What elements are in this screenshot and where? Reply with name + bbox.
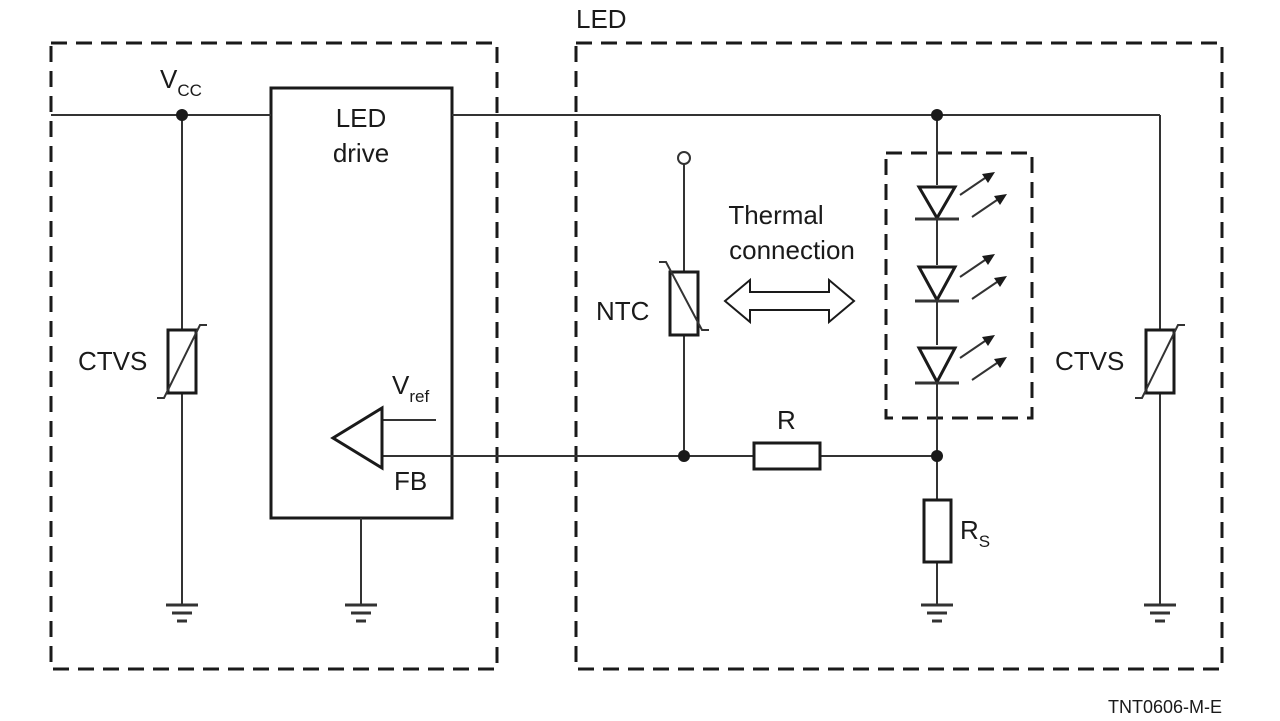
vcc-label: VCC	[160, 64, 202, 100]
comparator-triangle-icon	[330, 405, 384, 471]
light-emitting-diode-icon	[915, 335, 1007, 386]
vref-label: Vref	[392, 370, 429, 406]
ground-symbol-icon	[1144, 603, 1176, 623]
fb-label: FB	[394, 466, 427, 496]
thermal-label-line2: connection	[729, 235, 855, 265]
ntc-label: NTC	[596, 296, 649, 326]
resistor-r	[752, 441, 822, 471]
junction-dot-rs-top	[931, 450, 943, 462]
ctvs-varistor-icon	[1135, 324, 1185, 399]
junction-dot-led-top	[931, 109, 943, 121]
ctvs-left-label: CTVS	[78, 346, 147, 376]
led-block-label: LED	[576, 4, 627, 34]
driver-label-line2: drive	[333, 138, 389, 168]
ctvs-right-label: CTVS	[1055, 346, 1124, 376]
ground-symbol-icon	[166, 603, 198, 623]
junction-dot-ntc-bottom	[678, 450, 690, 462]
driver-label-line1: LED	[336, 103, 387, 133]
led-module-boundary	[574, 41, 1224, 671]
thermal-label-line1: Thermal	[728, 200, 823, 230]
ground-symbol-icon	[345, 603, 377, 623]
figure-id-label: TNT0606-M-E	[1108, 697, 1222, 717]
wiring	[51, 114, 1161, 604]
light-emitting-diode-icon	[915, 172, 1007, 221]
ntc-thermistor-icon	[659, 261, 709, 337]
junction-dot-vcc	[176, 109, 188, 121]
driver-module-boundary	[49, 41, 499, 671]
open-terminal-ntc	[677, 151, 691, 165]
r-label: R	[777, 405, 796, 435]
ctvs-varistor-icon	[157, 324, 207, 399]
resistor-rs	[922, 498, 953, 564]
led-string-boundary	[884, 151, 1034, 420]
light-emitting-diode-icon	[915, 254, 1007, 304]
rs-label: RS	[960, 515, 990, 551]
double-headed-arrow-icon	[723, 277, 856, 325]
ground-symbol-icon	[921, 603, 953, 623]
